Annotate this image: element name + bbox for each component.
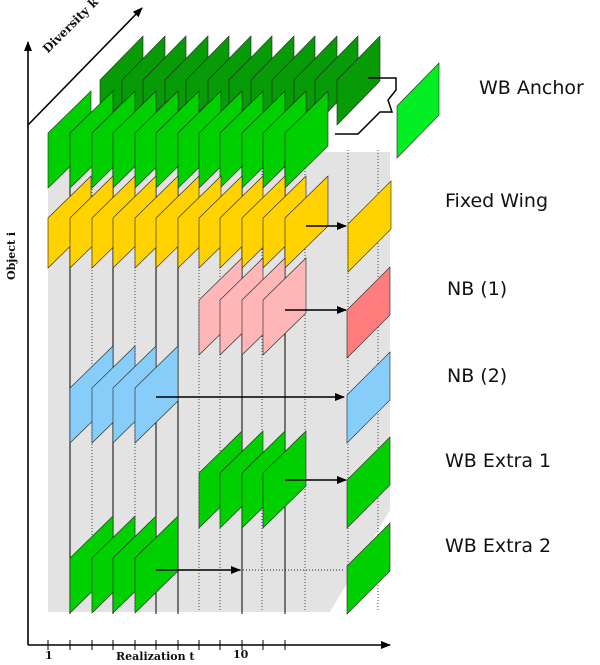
anchor-tile (284, 90, 329, 189)
anchor-back-tile (336, 35, 381, 126)
nb1-tile (262, 257, 307, 356)
realization-tiles (47, 35, 381, 614)
realization-axis-label: Realization t (116, 650, 195, 663)
wb-anchor-tiles (47, 90, 329, 189)
nb2-tiles (69, 345, 179, 444)
fixed-wing-tile (284, 175, 329, 269)
wb-extra2-tiles (69, 515, 179, 614)
realization-ticks (47, 640, 286, 650)
row-label-wb-anchor: WB Anchor (479, 77, 584, 99)
row-label-nb1: NB (1) (447, 278, 508, 300)
nb1-tiles (198, 257, 307, 356)
nb2-output-tile (346, 351, 391, 444)
wb-extra1-output-tile (346, 436, 391, 529)
output-tiles (346, 62, 440, 615)
anchor-connector (335, 77, 397, 135)
fixed-wing-tiles (47, 175, 329, 269)
row-label-wb-extra1: WB Extra 1 (445, 450, 552, 472)
wb-anchor-output-tile (396, 62, 440, 159)
tick-label-1: 1 (45, 649, 53, 662)
row-label-fixed-wing: Fixed Wing (445, 190, 549, 212)
row-label-nb2: NB (2) (447, 365, 508, 387)
row-arrows (156, 222, 347, 574)
wb-extra2-output-tile (346, 522, 391, 615)
object-axis-label: Object i (5, 231, 18, 280)
nb2-tile (134, 345, 179, 444)
wb-extra1-tiles (198, 430, 307, 529)
tick-label-10: 10 (233, 648, 249, 661)
diversity-axis (27, 7, 143, 126)
wb-extra2-tile (134, 515, 179, 614)
row-label-wb-extra2: WB Extra 2 (445, 535, 552, 557)
fixed-wing-output-tile (347, 180, 392, 273)
wb-extra1-tile (262, 430, 307, 529)
nb1-output-tile (346, 266, 391, 359)
